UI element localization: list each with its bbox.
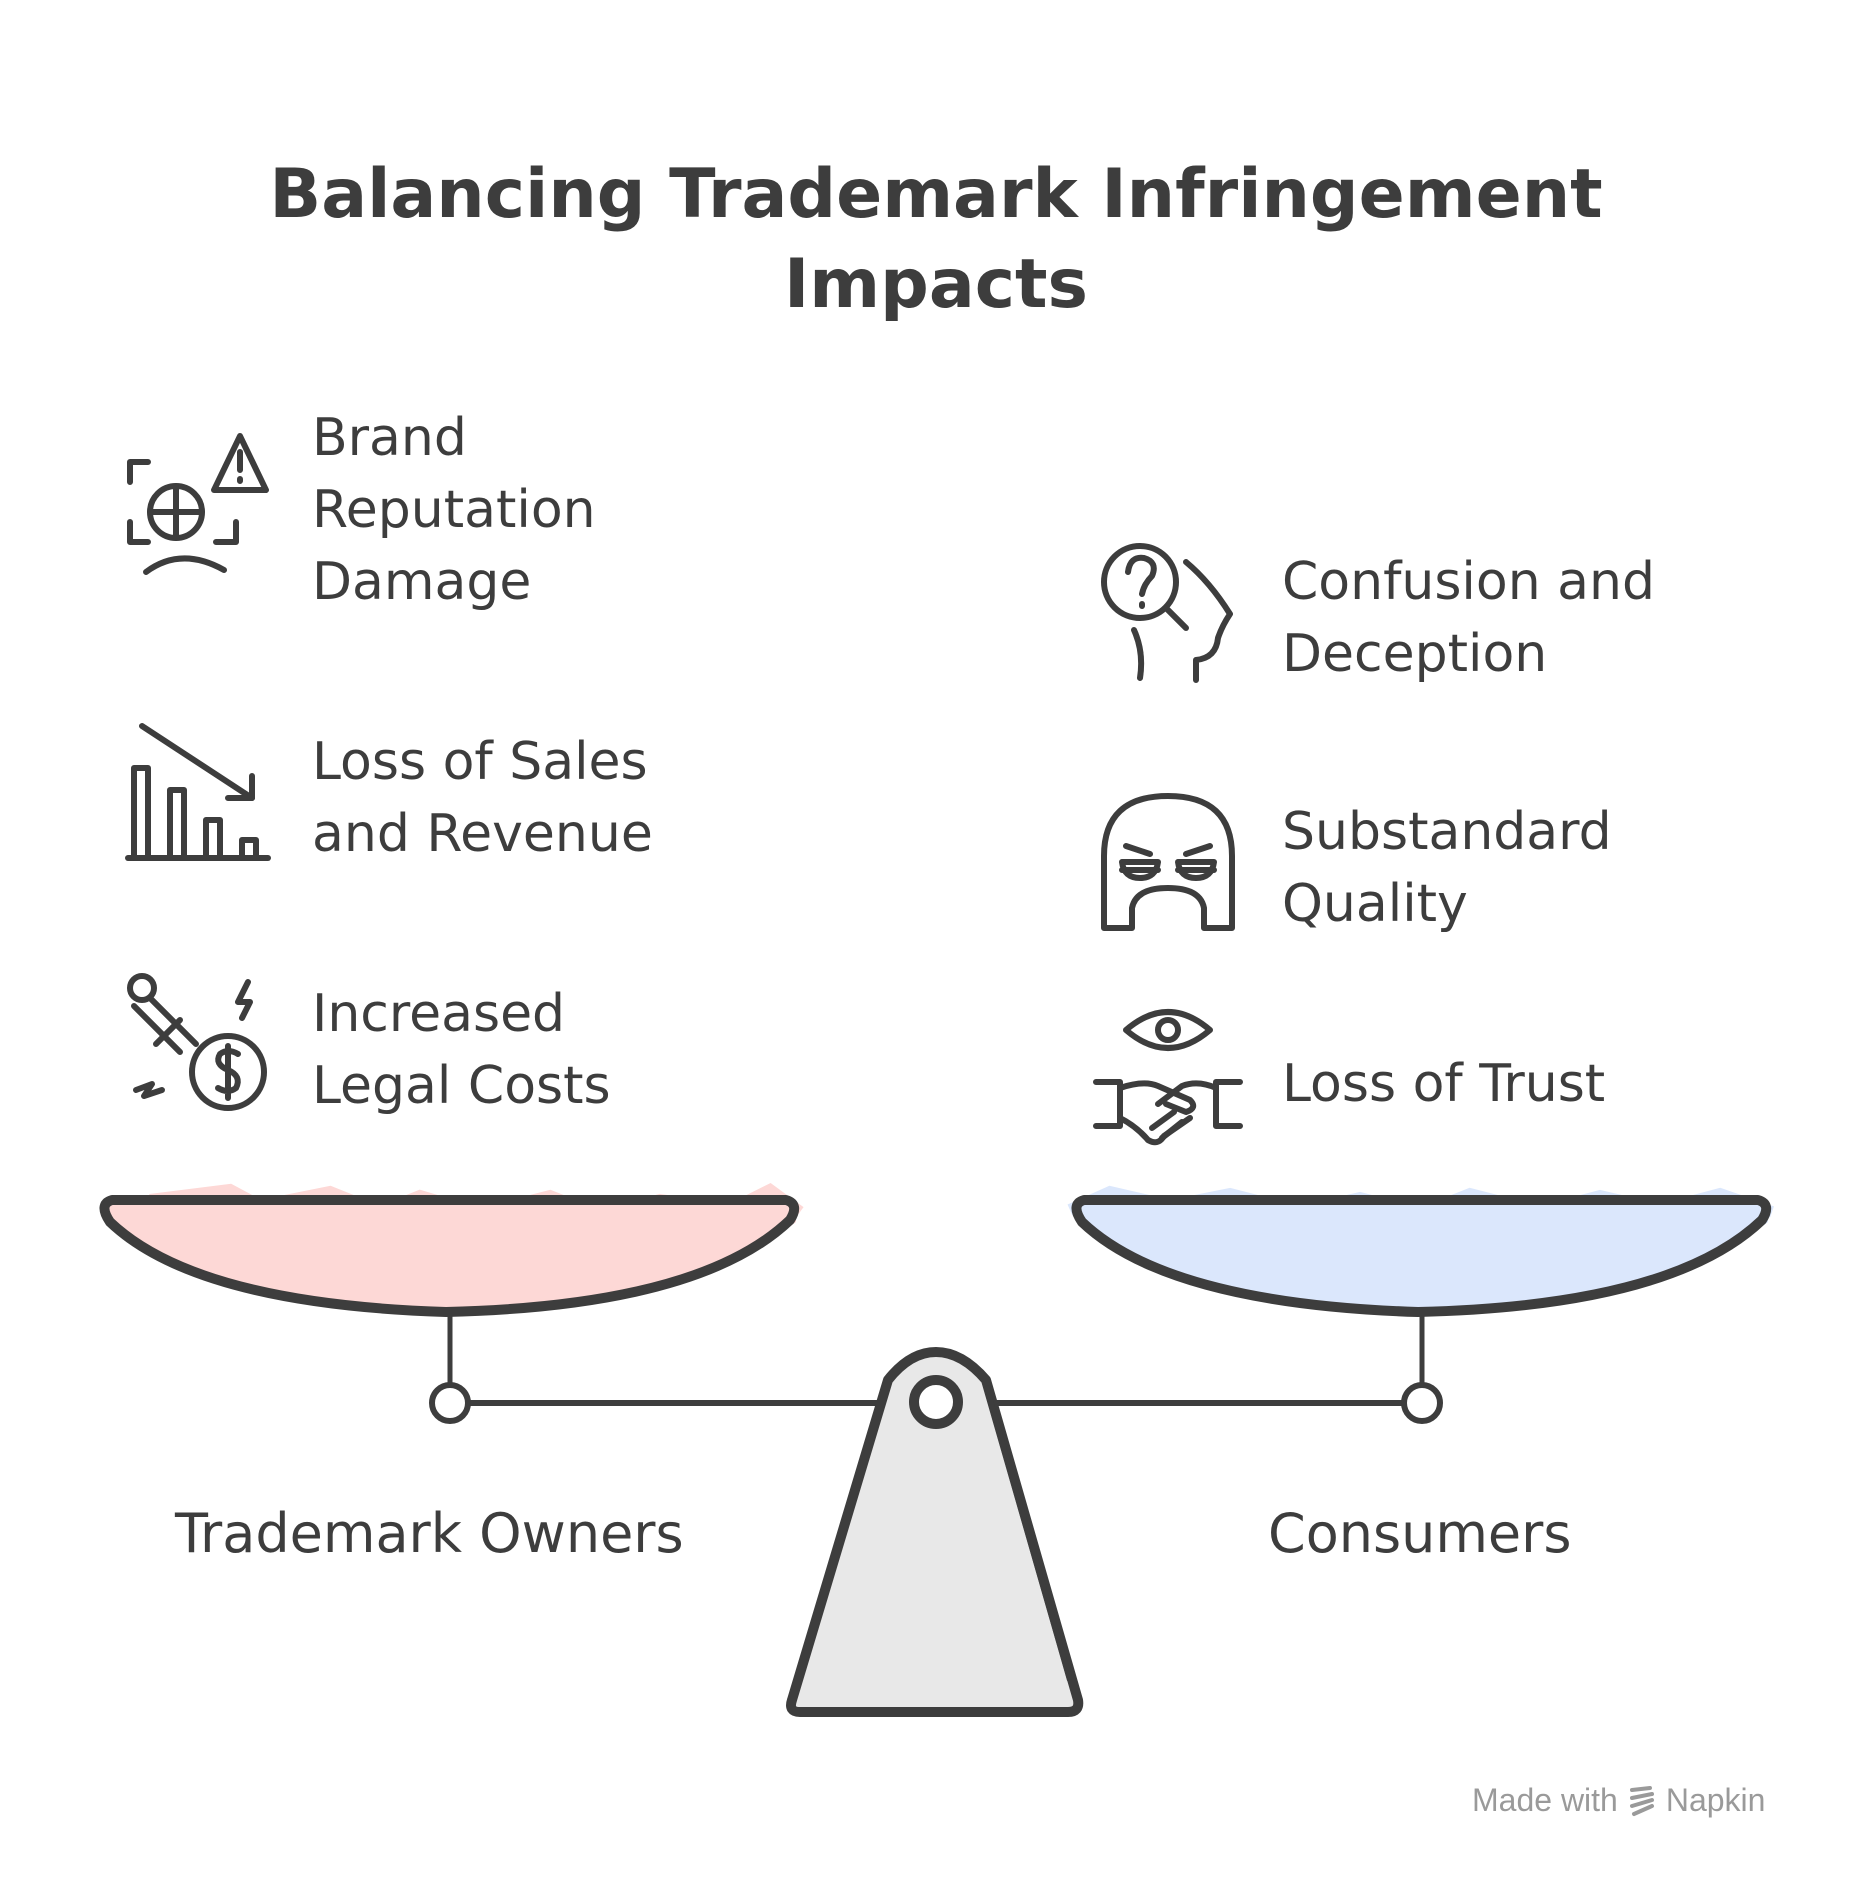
left-beam-joint — [429, 1382, 471, 1424]
declining-sales-icon — [125, 723, 271, 861]
pivot-pin — [909, 1375, 963, 1429]
napkin-brand-text: Napkin — [1665, 1782, 1766, 1818]
brand-reputation-damage-icon — [127, 433, 269, 575]
substandard-quality-icon — [1101, 793, 1235, 931]
left-item-label-2: Loss of Sales and Revenue — [312, 732, 653, 864]
right-side-label: Consumers — [1268, 1502, 1572, 1565]
left-item-label-1: Brand Reputation Damage — [312, 408, 596, 612]
left-item-label-3: Increased Legal Costs — [312, 984, 611, 1116]
left-pan — [99, 1195, 800, 1317]
left-side-label: Trademark Owners — [175, 1502, 684, 1565]
fulcrum — [786, 1347, 1084, 1717]
left-pan-fill-sketch — [149, 1182, 804, 1223]
loss-of-trust-icon — [1093, 1009, 1243, 1146]
right-pan — [1071, 1195, 1772, 1317]
napkin-logo-icon — [1629, 1785, 1654, 1816]
right-item-label-2: Substandard Quality — [1282, 802, 1612, 934]
diagram-title: Balancing Trademark Infringement Impacts — [269, 155, 1603, 324]
right-beam-joint — [1401, 1382, 1443, 1424]
confusion-icon — [1101, 543, 1233, 683]
right-pan-fill-sketch — [1067, 1185, 1774, 1221]
fulcrum-shadow — [983, 1385, 1073, 1681]
right-pan-fill — [1076, 1204, 1768, 1312]
legal-costs-icon — [127, 973, 267, 1111]
right-item-label-1: Confusion and Deception — [1282, 552, 1656, 684]
made-with-text: Made with — [1472, 1782, 1618, 1818]
left-pan-fill — [104, 1204, 796, 1312]
footer-attribution[interactable]: Made with Napkin — [1472, 1782, 1765, 1819]
right-item-label-3: Loss of Trust — [1282, 1054, 1606, 1114]
